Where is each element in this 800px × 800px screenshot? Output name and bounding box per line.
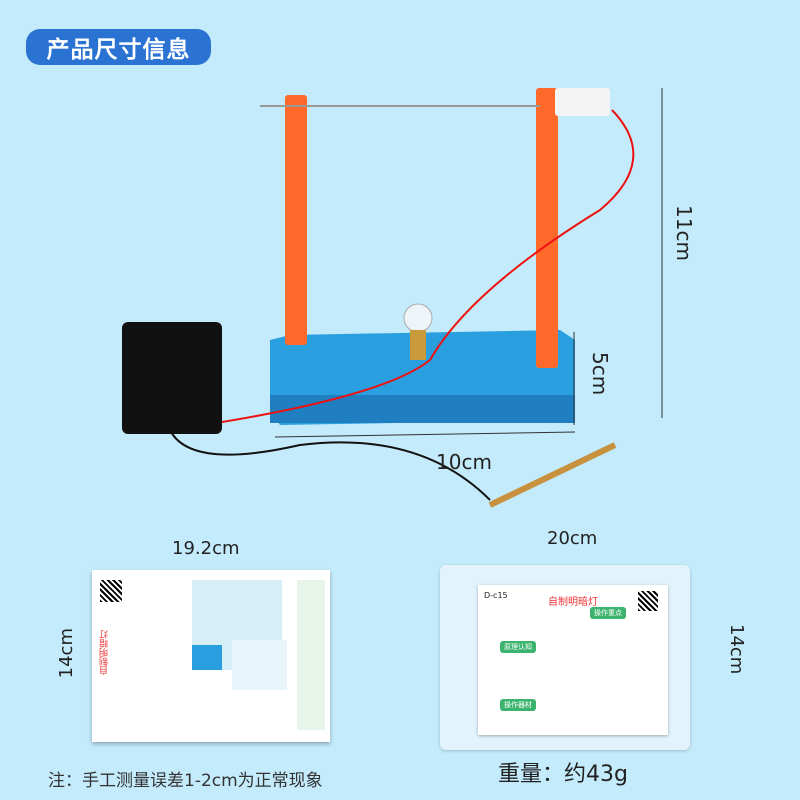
- instruction-card: 自制明暗灯: [92, 570, 330, 742]
- section-title-badge: 产品尺寸信息: [26, 29, 211, 65]
- base-front: [270, 395, 575, 423]
- card-title: 自制明暗灯: [100, 630, 110, 675]
- left-frame: [285, 95, 307, 345]
- section-tag: 原理认知: [500, 641, 536, 653]
- qr-code: [638, 591, 658, 611]
- bag-height-label: 14cm: [726, 624, 747, 675]
- measurement-note: 注：手工测量误差1-2cm为正常现象: [48, 771, 323, 791]
- bulb: [403, 303, 433, 333]
- product-illustration: [122, 88, 663, 508]
- weight-label: 重量：约43g: [498, 762, 628, 787]
- insert-title: 自制明暗灯: [548, 597, 598, 608]
- battery-box: [122, 322, 222, 434]
- card-height-label: 14cm: [56, 628, 77, 679]
- bag-width-label: 20cm: [547, 528, 598, 549]
- section-tag: 操作重点: [590, 607, 626, 619]
- right-frame: [536, 88, 558, 368]
- base-width-label: 10cm: [436, 450, 492, 474]
- pencil: [488, 442, 617, 508]
- section-tag: 操作器材: [500, 699, 536, 711]
- clip: [555, 88, 610, 116]
- qr-code: [100, 580, 122, 602]
- base-height-label: 5cm: [588, 352, 612, 396]
- bulb-socket: [410, 330, 426, 360]
- insert-card: D-c15 自制明暗灯 操作重点 原理认知 操作器材: [478, 585, 668, 735]
- height-label: 11cm: [672, 205, 696, 261]
- card-code: D-c15: [484, 591, 508, 600]
- card-width-label: 19.2cm: [172, 538, 240, 559]
